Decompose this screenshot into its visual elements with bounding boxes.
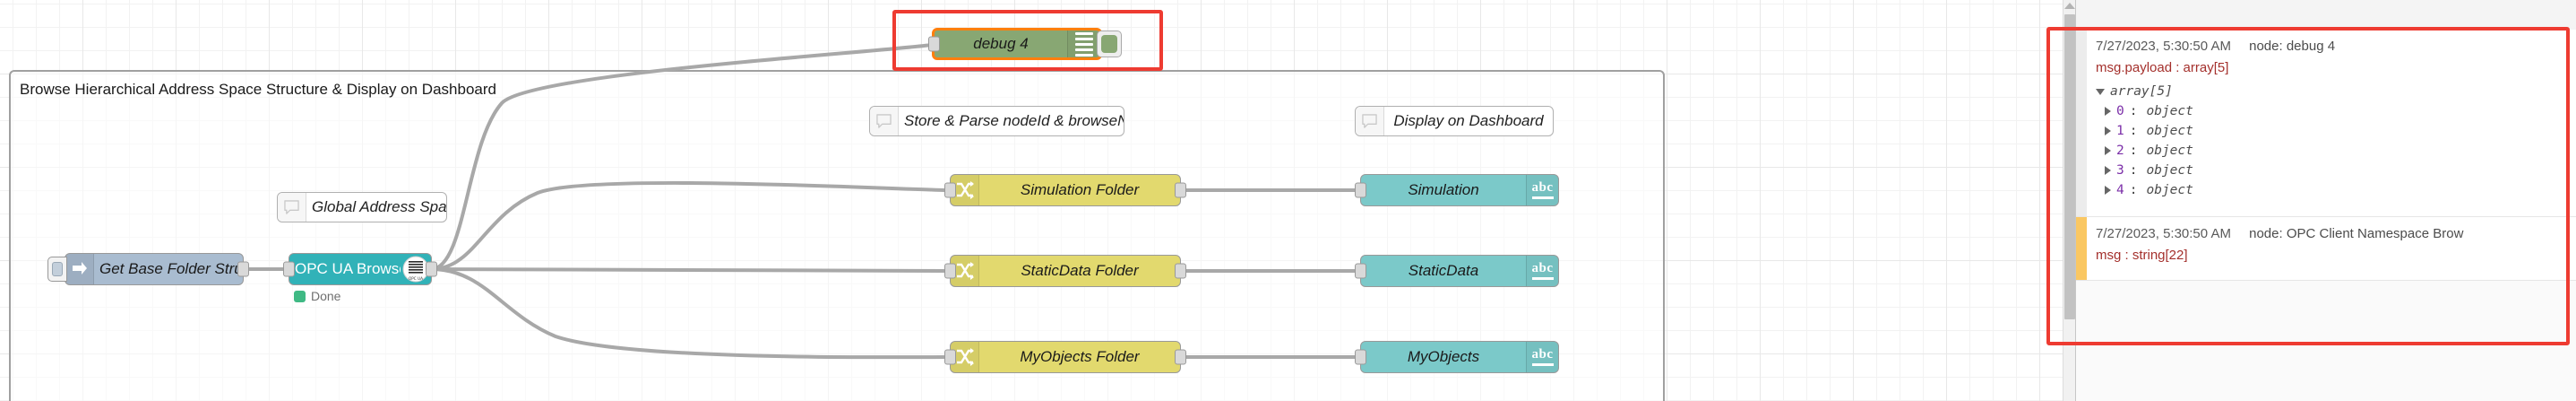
comment-icon: [278, 193, 306, 222]
scroll-up-arrow-icon[interactable]: [2063, 3, 2075, 9]
debug-message-header: 7/27/2023, 5:30:50 AM node: OPC Client N…: [2096, 226, 2565, 241]
caret-down-icon[interactable]: [2096, 88, 2105, 95]
node-dashboard-myobjects[interactable]: MyObjects abc: [1355, 341, 1559, 373]
inject-trigger-button[interactable]: [47, 257, 67, 282]
debug-tree-item[interactable]: 0: object: [2096, 101, 2565, 121]
debug-item-key: 0: [2116, 104, 2124, 118]
flow-canvas[interactable]: Browse Hierarchical Address Space Struct…: [0, 0, 2063, 401]
speech-bubble-icon: [1362, 113, 1377, 128]
node-dashboard-simulation[interactable]: Simulation abc: [1355, 174, 1559, 206]
caret-right-icon[interactable]: [2105, 186, 2111, 195]
flow-group-title: Browse Hierarchical Address Space Struct…: [20, 81, 496, 98]
debug-timestamp: 7/27/2023, 5:30:50 AM: [2096, 39, 2231, 54]
node-label: Get Base Folder Structure ¹: [99, 260, 243, 277]
debug-tree-item[interactable]: 3: object: [2096, 161, 2565, 180]
list-icon: [1067, 31, 1099, 57]
port-input[interactable]: [944, 263, 956, 279]
speech-bubble-icon: [876, 113, 892, 128]
node-comment-global-browse[interactable]: Global Address Space Folder Browse: [277, 192, 447, 222]
debug-tree-root[interactable]: array[5]: [2096, 82, 2565, 101]
canvas-scrollbar[interactable]: [2063, 0, 2075, 401]
debug-root-label: array[5]: [2110, 84, 2173, 99]
debug-enable-button[interactable]: [1097, 31, 1122, 57]
node-label: StaticData: [1408, 262, 1479, 279]
port-input[interactable]: [1355, 263, 1366, 279]
speech-bubble-icon: [284, 199, 299, 214]
arrow-right-icon: [65, 254, 94, 284]
port-output[interactable]: [1175, 349, 1186, 365]
abc-icon: abc: [1526, 175, 1558, 205]
abc-icon: abc: [1526, 256, 1558, 286]
scrollbar-thumb[interactable]: [2064, 14, 2075, 319]
port-output[interactable]: [426, 261, 437, 277]
comment-icon: [1356, 107, 1384, 135]
node-switch-staticdata-folder[interactable]: StaticData Folder: [944, 255, 1186, 287]
node-label: Global Address Space Folder Browse: [312, 198, 446, 215]
node-dashboard-staticdata[interactable]: StaticData abc: [1355, 255, 1559, 287]
debug-item-value: object: [2146, 163, 2193, 178]
node-label: MyObjects Folder: [1020, 348, 1140, 365]
node-status-opcua: Done: [294, 289, 340, 303]
debug-item-key: 2: [2116, 144, 2124, 158]
debug-timestamp: 7/27/2023, 5:30:50 AM: [2096, 226, 2231, 241]
debug-item-value: object: [2146, 124, 2193, 138]
debug-item-value: object: [2146, 183, 2193, 197]
caret-right-icon[interactable]: [2105, 126, 2111, 135]
debug-topic: msg : string[22]: [2096, 248, 2188, 263]
node-comment-store-parse[interactable]: Store & Parse nodeId & browseName: [869, 106, 1124, 136]
debug-sidebar[interactable]: 7/27/2023, 5:30:50 AM node: debug 4 msg.…: [2075, 0, 2576, 401]
status-label: Done: [311, 289, 341, 303]
debug-source-node: node: debug 4: [2249, 39, 2336, 54]
debug-source-node: node: OPC Client Namespace Brow: [2249, 226, 2464, 241]
node-label: StaticData Folder: [1021, 262, 1139, 279]
caret-right-icon[interactable]: [2105, 107, 2111, 116]
port-input[interactable]: [944, 349, 956, 365]
port-input[interactable]: [928, 36, 940, 52]
node-opc-ua-browser[interactable]: OPC UA Browser OPC UA: [283, 253, 437, 285]
opc-ua-icon: OPC UA: [401, 254, 431, 284]
caret-right-icon[interactable]: [2105, 146, 2111, 155]
node-switch-myobjects-folder[interactable]: MyObjects Folder: [944, 341, 1186, 373]
node-label: Simulation Folder: [1020, 181, 1140, 198]
svg-text:OPC UA: OPC UA: [409, 276, 423, 281]
node-label: Store & Parse nodeId & browseName: [904, 112, 1124, 129]
debug-item-value: object: [2146, 144, 2193, 158]
debug-item-key: 1: [2116, 124, 2124, 138]
node-inject-get-base-folder[interactable]: Get Base Folder Structure ¹: [47, 253, 249, 285]
port-input[interactable]: [1355, 182, 1366, 198]
sidebar-header-spacer: [2076, 0, 2576, 30]
caret-right-icon[interactable]: [2105, 166, 2111, 175]
debug-tree-item[interactable]: 1: object: [2096, 121, 2565, 141]
port-input[interactable]: [1355, 349, 1366, 365]
node-comment-display-dashboard[interactable]: Display on Dashboard: [1355, 106, 1554, 136]
debug-message-header: 7/27/2023, 5:30:50 AM node: debug 4: [2096, 39, 2565, 54]
node-label: Simulation: [1408, 181, 1479, 198]
node-label: OPC UA Browser: [295, 260, 401, 277]
debug-payload-tree[interactable]: array[5] 0: object 1: object 2: object: [2096, 82, 2565, 200]
status-dot: [294, 290, 306, 302]
node-label: debug 4: [973, 35, 1029, 52]
port-output[interactable]: [1175, 263, 1186, 279]
port-input[interactable]: [283, 261, 295, 277]
node-switch-simulation-folder[interactable]: Simulation Folder: [944, 174, 1186, 206]
debug-item-key: 4: [2116, 183, 2124, 197]
abc-icon: abc: [1526, 342, 1558, 372]
node-debug-4[interactable]: debug 4: [928, 28, 1122, 60]
debug-message[interactable]: 7/27/2023, 5:30:50 AM node: debug 4 msg.…: [2076, 30, 2576, 217]
node-label: Display on Dashboard: [1393, 112, 1544, 129]
port-output[interactable]: [1175, 182, 1186, 198]
debug-item-key: 3: [2116, 163, 2124, 178]
debug-item-value: object: [2146, 104, 2193, 118]
port-input[interactable]: [944, 182, 956, 198]
port-output[interactable]: [237, 261, 249, 277]
node-label: MyObjects: [1407, 348, 1480, 365]
comment-icon: [870, 107, 899, 135]
debug-tree-item[interactable]: 4: object: [2096, 180, 2565, 200]
debug-tree-item[interactable]: 2: object: [2096, 141, 2565, 161]
debug-message[interactable]: 7/27/2023, 5:30:50 AM node: OPC Client N…: [2076, 217, 2576, 281]
debug-topic: msg.payload : array[5]: [2096, 60, 2229, 75]
